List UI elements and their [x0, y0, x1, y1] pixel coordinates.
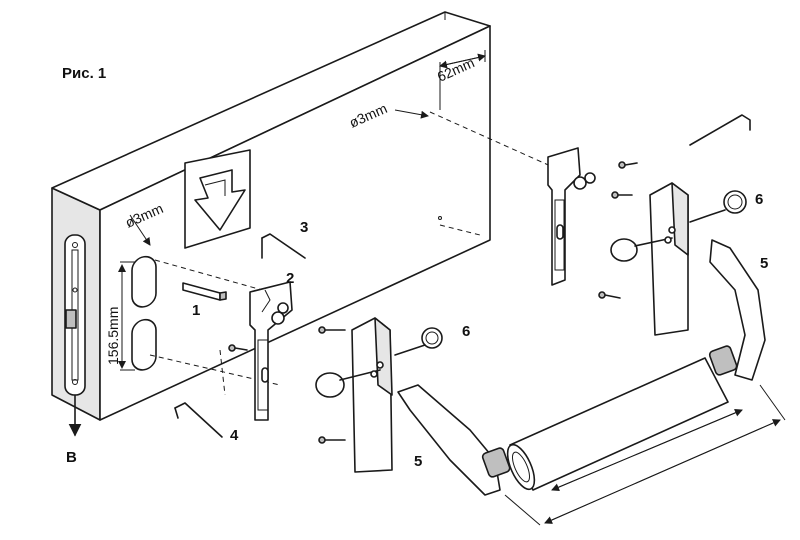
direction-sign: [184, 149, 251, 249]
right-handle-base: [610, 182, 747, 336]
handle-bar: [504, 357, 786, 526]
part-3-hex-key: [261, 233, 306, 259]
dimension-spacing: 156.5mm: [105, 307, 121, 365]
screws: [228, 161, 638, 444]
part-2-left-mechanism: [249, 281, 293, 421]
left-handle-base: [315, 317, 443, 473]
callout-view-b: B: [66, 449, 77, 466]
callout-3: 3: [300, 219, 308, 236]
callout-5-right: 5: [760, 255, 768, 272]
hex-key-right: [689, 114, 751, 146]
callout-6-left: 6: [462, 323, 470, 340]
callout-6-right: 6: [755, 191, 763, 208]
callout-5-left: 5: [414, 453, 422, 470]
door-panel: [51, 11, 491, 421]
part-4-hex-key: [174, 402, 223, 438]
part-5-right-lever: [708, 239, 766, 381]
figure-title: Рис. 1: [62, 65, 106, 82]
callout-2: 2: [286, 270, 294, 287]
part-5-left-lever: [397, 384, 511, 496]
mounting-slots: [118, 214, 157, 371]
part-2-right-mechanism: [547, 147, 596, 286]
part-1-spindle: [182, 282, 227, 301]
callout-4: 4: [230, 427, 239, 444]
callout-1: 1: [192, 302, 200, 319]
lock-body-edge: [64, 234, 86, 437]
